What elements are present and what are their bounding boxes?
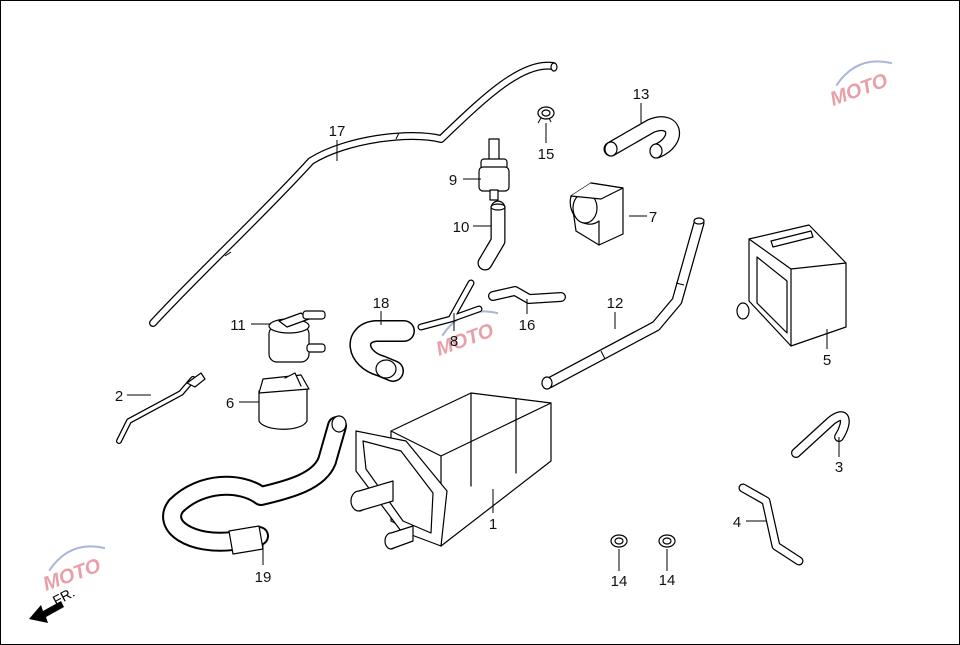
arrow-icon	[29, 601, 64, 623]
label-part-19: 19	[255, 569, 272, 586]
label-part-4: 4	[733, 514, 741, 531]
part-14-clip-b	[658, 534, 676, 548]
part-2-rod	[116, 372, 206, 444]
part-7-bracket	[569, 182, 624, 246]
part-11-valve	[268, 310, 326, 363]
part-13-u-hose	[603, 116, 680, 159]
part-5-box	[736, 224, 847, 347]
part-18-elbow	[349, 320, 415, 382]
part-10-bent-hose	[477, 200, 506, 271]
part-3-hose	[791, 411, 850, 458]
watermark-bottom-left: MOTO	[40, 545, 106, 596]
label-part-17: 17	[329, 123, 346, 140]
label-part-16: 16	[519, 317, 536, 334]
label-part-5: 5	[823, 352, 831, 369]
label-part-10: 10	[453, 219, 470, 236]
watermark-top-right: MOTO	[827, 60, 893, 111]
label-part-6: 6	[226, 395, 234, 412]
part-1-canister	[350, 392, 552, 550]
label-part-11: 11	[230, 317, 246, 334]
label-part-9: 9	[449, 172, 457, 189]
leader-lines	[127, 103, 840, 571]
label-part-8: 8	[450, 333, 458, 350]
label-part-3: 3	[835, 459, 843, 476]
part-16-hose	[488, 286, 566, 304]
part-19-loop-hose	[162, 415, 347, 555]
label-part-15: 15	[538, 146, 555, 163]
part-4-hose	[738, 483, 804, 566]
label-part-2: 2	[115, 388, 123, 405]
part-17-long-hose	[149, 61, 558, 327]
label-part-14b: 14	[659, 572, 676, 589]
part-6-holder	[258, 372, 310, 430]
label-part-18: 18	[373, 295, 390, 312]
label-part-14a: 14	[611, 573, 628, 590]
label-part-13: 13	[633, 86, 650, 103]
label-part-1: 1	[489, 516, 497, 533]
part-8-y-hose	[417, 279, 483, 331]
label-part-7: 7	[649, 209, 657, 226]
part-9-filter	[478, 138, 510, 201]
part-14-clip-a	[610, 534, 628, 548]
label-part-12: 12	[607, 295, 624, 312]
part-15-clip	[537, 106, 555, 124]
svg-text:MOTO: MOTO	[433, 319, 497, 360]
svg-text:MOTO: MOTO	[827, 69, 891, 110]
part-12-pipe	[541, 217, 705, 390]
